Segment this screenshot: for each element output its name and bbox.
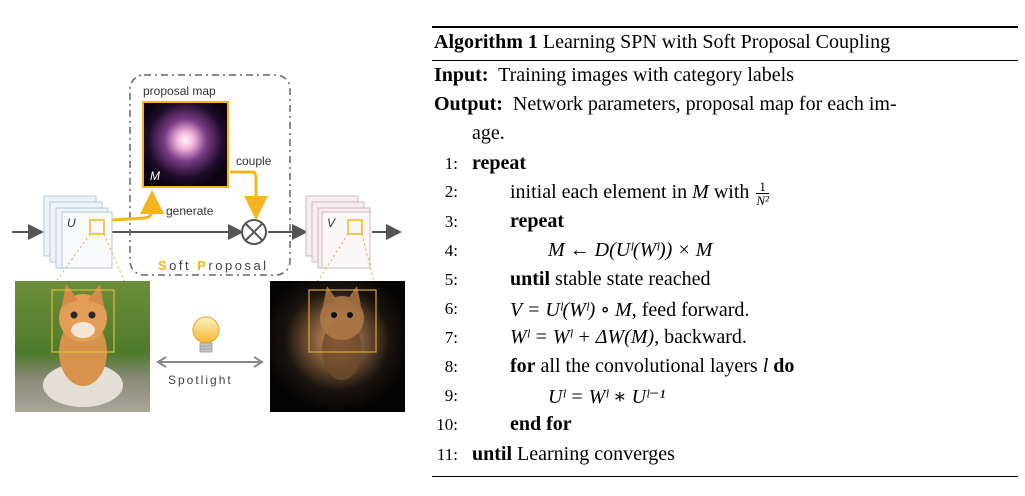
output-line: Output: Network parameters, proposal map… xyxy=(434,93,897,115)
proposal-map-label: proposal map xyxy=(143,84,216,98)
proposal-map-image xyxy=(142,101,229,188)
title-rule xyxy=(432,60,1018,61)
proposal-map-symbol: M xyxy=(150,169,160,183)
generate-arrow xyxy=(111,190,164,222)
couple-label: couple xyxy=(236,154,272,168)
input-cat-image xyxy=(15,281,150,412)
top-rule xyxy=(432,26,1018,28)
feature-u-symbol: U xyxy=(67,216,76,230)
feature-stack-v xyxy=(305,195,371,269)
output-line-cont: age. xyxy=(472,122,505,144)
soft-proposal-region xyxy=(129,74,291,276)
figure-canvas: proposal map M couple generate U V Soft … xyxy=(12,74,405,412)
algorithm-title: Algorithm 1 Learning SPN with Soft Propo… xyxy=(434,31,891,53)
feature-v-symbol: V xyxy=(327,216,336,230)
spotlight-cat-image xyxy=(270,281,405,412)
soft-proposal-label: Soft Proposal xyxy=(158,258,269,273)
spotlight-label: Spotlight xyxy=(168,373,233,387)
bottom-rule xyxy=(432,476,1018,477)
soft-proposal-figure: proposal map M couple generate U V Soft … xyxy=(0,0,420,491)
input-line: Input: Training images with category lab… xyxy=(434,64,794,86)
feature-stack-u xyxy=(43,195,113,269)
lightbulb-icon xyxy=(192,316,220,353)
generate-label: generate xyxy=(166,204,214,218)
couple-arrow xyxy=(230,170,268,220)
algorithm-block: Algorithm 1 Learning SPN with Soft Propo… xyxy=(428,0,1018,491)
